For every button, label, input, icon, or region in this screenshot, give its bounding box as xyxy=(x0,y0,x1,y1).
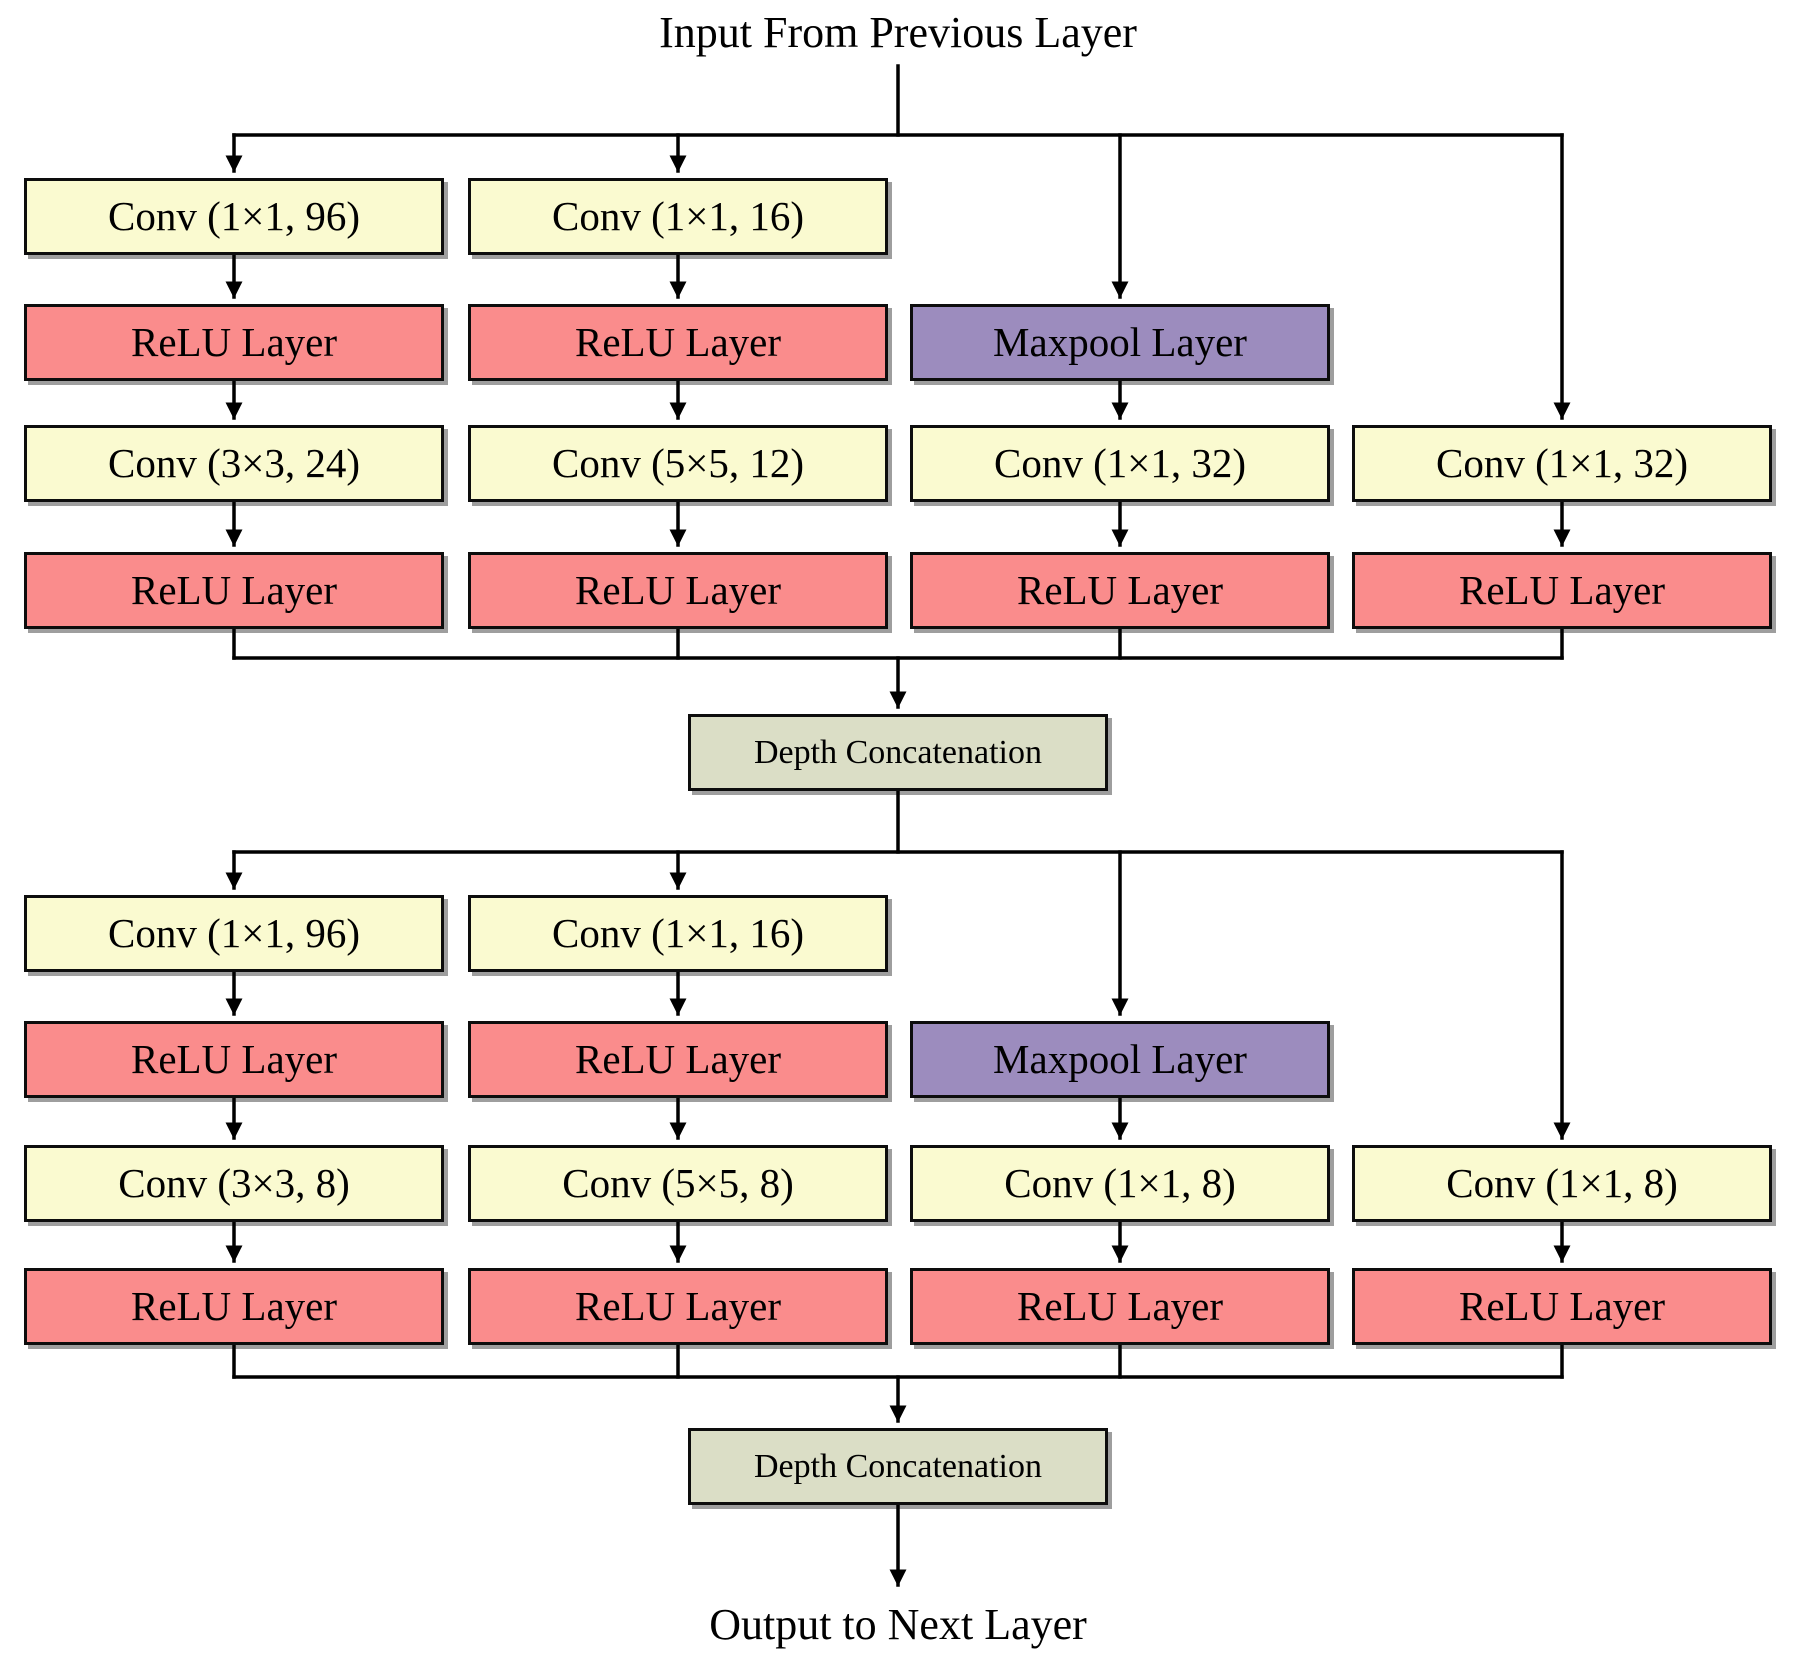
block2-branch1-conv1: Conv (1×1, 96) xyxy=(24,895,444,972)
input-label: Input From Previous Layer xyxy=(659,8,1137,57)
block1-branch2-relu2: ReLU Layer xyxy=(468,552,888,629)
block1-branch1-conv2: Conv (3×3, 24) xyxy=(24,425,444,502)
block2-branch2-conv1: Conv (1×1, 16) xyxy=(468,895,888,972)
block2-branch4-relu: ReLU Layer xyxy=(1352,1268,1772,1345)
block1-branch4-relu: ReLU Layer xyxy=(1352,552,1772,629)
block2-branch1-relu1: ReLU Layer xyxy=(24,1021,444,1098)
block1-branch3-conv: Conv (1×1, 32) xyxy=(910,425,1330,502)
block2-branch1-relu2: ReLU Layer xyxy=(24,1268,444,1345)
block2-branch3-conv: Conv (1×1, 8) xyxy=(910,1145,1330,1222)
block2-branch4-conv: Conv (1×1, 8) xyxy=(1352,1145,1772,1222)
block1-branch4-conv: Conv (1×1, 32) xyxy=(1352,425,1772,502)
block1-branch1-relu2: ReLU Layer xyxy=(24,552,444,629)
block2-branch2-relu2: ReLU Layer xyxy=(468,1268,888,1345)
block1-branch3-maxpool: Maxpool Layer xyxy=(910,304,1330,381)
block1-branch1-relu1: ReLU Layer xyxy=(24,304,444,381)
block1-branch3-relu: ReLU Layer xyxy=(910,552,1330,629)
block2-branch2-conv2: Conv (5×5, 8) xyxy=(468,1145,888,1222)
block1-depth-concatenation: Depth Concatenation xyxy=(688,714,1108,791)
block2-branch2-relu1: ReLU Layer xyxy=(468,1021,888,1098)
output-label: Output to Next Layer xyxy=(709,1600,1087,1649)
block1-branch2-conv2: Conv (5×5, 12) xyxy=(468,425,888,502)
block2-branch3-relu: ReLU Layer xyxy=(910,1268,1330,1345)
block1-branch1-conv1: Conv (1×1, 96) xyxy=(24,178,444,255)
block1-branch2-relu1: ReLU Layer xyxy=(468,304,888,381)
block2-branch1-conv2: Conv (3×3, 8) xyxy=(24,1145,444,1222)
block2-depth-concatenation: Depth Concatenation xyxy=(688,1428,1108,1505)
block2-branch3-maxpool: Maxpool Layer xyxy=(910,1021,1330,1098)
block1-branch2-conv1: Conv (1×1, 16) xyxy=(468,178,888,255)
